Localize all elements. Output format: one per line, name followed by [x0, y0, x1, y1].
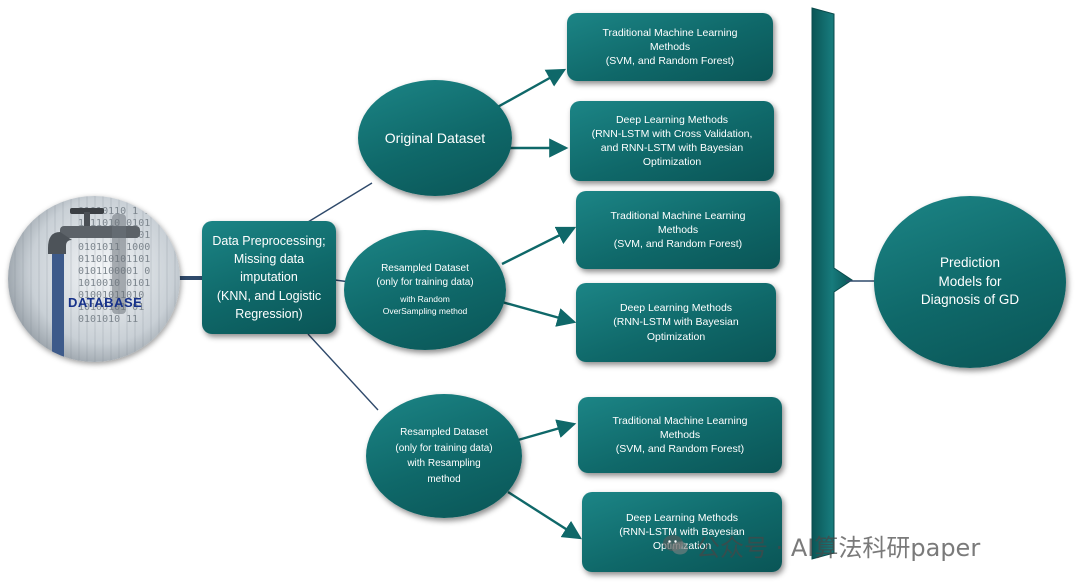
connector-preprocessing-resampling	[307, 333, 379, 411]
resampling-line-1: Resampled Dataset	[400, 427, 488, 438]
random-oversampling-title-1: Resampled Dataset	[381, 263, 469, 275]
traditional-ml-methods-box-1: Traditional Machine Learning Methods (SV…	[567, 13, 773, 81]
random-oversampling-method-1: with Random	[400, 294, 450, 305]
preprocessing-line-3: imputation	[240, 270, 298, 285]
m4-line-1: Deep Learning Methods	[619, 302, 733, 315]
arrow-resampling-m6	[507, 490, 583, 540]
m1-line-1: Traditional Machine Learning	[602, 26, 738, 39]
database-label: DATABASE	[68, 295, 143, 310]
m3-line-1: Traditional Machine Learning	[610, 209, 746, 222]
faucet-icon	[48, 208, 140, 362]
arrow-resampling-m5	[517, 419, 577, 442]
m1-line-3: (SVM, and Random Forest)	[605, 55, 735, 68]
watermark-text: 公众号 · AI算法科研paper	[696, 533, 981, 562]
traditional-ml-methods-box-3: Traditional Machine Learning Methods (SV…	[578, 397, 782, 473]
arrow-random-oversampling-m3	[501, 226, 577, 266]
m6-line-2: (RNN-LSTM with Bayesian	[619, 525, 745, 538]
m6-line-1: Deep Learning Methods	[625, 511, 739, 524]
m4-line-2: (RNN-LSTM with Bayesian	[613, 316, 739, 329]
preprocessing-line-5: Regression)	[235, 306, 303, 321]
preprocessing-line-2: Missing data	[233, 252, 305, 267]
m2-line-3: and RNN-LSTM with Bayesian	[600, 142, 744, 154]
preprocessing-box: Data Preprocessing; Missing data imputat…	[202, 221, 336, 334]
output-line-3: Diagnosis of GD	[920, 292, 1020, 308]
m5-line-1: Traditional Machine Learning	[612, 414, 748, 427]
resampling-dataset-node: Resampled Dataset (only for training dat…	[366, 394, 522, 518]
deep-learning-methods-box-1: Deep Learning Methods (RNN-LSTM with Cro…	[570, 101, 774, 181]
prediction-models-node: Prediction Models for Diagnosis of GD	[874, 196, 1066, 368]
database-image: 01010110 1 1 1011010 0101 01001011 101 0…	[8, 196, 180, 362]
output-line-2: Models for	[938, 273, 1002, 289]
deep-learning-methods-box-3: Deep Learning Methods (RNN-LSTM with Bay…	[582, 492, 782, 572]
m2-line-1: Deep Learning Methods	[615, 113, 729, 126]
random-oversampling-dataset-node: Resampled Dataset (only for training dat…	[344, 230, 506, 350]
preprocessing-line-4: (KNN, and Logistic	[216, 288, 322, 303]
random-oversampling-method-2: OverSampling method	[382, 306, 468, 316]
output-line-1: Prediction	[939, 254, 1001, 270]
traditional-ml-methods-box-2: Traditional Machine Learning Methods (SV…	[576, 191, 780, 269]
resampling-line-3: with Resampling	[407, 458, 481, 469]
m3-line-2: Methods	[657, 223, 699, 236]
m4-line-3: Optimization	[646, 330, 706, 343]
m1-line-2: Methods	[649, 40, 691, 53]
connector-preprocessing-original	[307, 182, 373, 223]
wechat-icon	[663, 535, 688, 555]
preprocessing-line-1: Data Preprocessing;	[212, 234, 326, 249]
original-dataset-label: Original Dataset	[384, 129, 486, 146]
m2-line-2: (RNN-LSTM with Cross Validation,	[591, 127, 753, 140]
resampling-line-2: (only for training data)	[395, 442, 493, 454]
original-dataset-node: Original Dataset	[358, 80, 512, 196]
random-oversampling-title-2: (only for training data)	[376, 277, 474, 289]
m3-line-3: (SVM, and Random Forest)	[613, 238, 743, 251]
m5-line-2: Methods	[659, 428, 701, 441]
watermark: 公众号 · AI算法科研paper	[662, 530, 981, 562]
arrow-random-oversampling-m4	[501, 300, 577, 327]
m5-line-3: (SVM, and Random Forest)	[615, 443, 745, 456]
m2-line-4: Optimization	[642, 156, 702, 169]
deep-learning-methods-box-2: Deep Learning Methods (RNN-LSTM with Bay…	[576, 283, 776, 362]
resampling-line-4: method	[427, 473, 461, 485]
aggregation-bar	[811, 7, 853, 560]
